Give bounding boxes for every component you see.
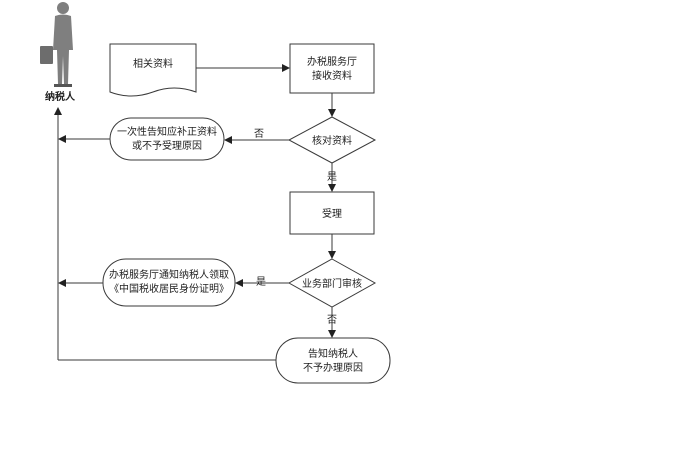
person-silhouette-icon (40, 2, 73, 87)
edge-check-yes-label: 是 (327, 171, 337, 183)
actor-label: 纳税人 (45, 90, 76, 103)
review-label: 业务部门审核 (302, 277, 362, 290)
hall-receive-line1: 办税服务厅 (307, 55, 357, 68)
notify-reject-terminator: 告知纳税人 不予办理原因 (275, 337, 391, 384)
notify-reject-line1: 告知纳税人 (308, 347, 358, 360)
accept-box: 受理 (289, 191, 375, 235)
materials-document: 相关资料 (109, 43, 197, 97)
hall-receive-line2: 接收资料 (312, 69, 352, 82)
check-label: 核对资料 (312, 134, 352, 147)
notify-supplement-line2: 或不予受理原因 (132, 140, 202, 152)
check-decision: 核对资料 (287, 116, 377, 164)
notify-collect-line1: 办税服务厅通知纳税人领取 (109, 268, 229, 281)
edge-review-no-label: 否 (327, 314, 337, 326)
notify-supplement-terminator: 一次性告知应补正资料 或不予受理原因 (109, 117, 225, 161)
notify-collect-line2: 《中国税收居民身份证明》 (109, 282, 229, 295)
review-decision: 业务部门审核 (287, 258, 377, 308)
notify-collect-terminator: 办税服务厅通知纳税人领取 《中国税收居民身份证明》 (102, 258, 236, 307)
hall-receive-box: 办税服务厅 接收资料 (289, 43, 375, 94)
edge-review-yes-label: 是 (256, 276, 266, 288)
accept-label: 受理 (322, 208, 342, 220)
materials-label: 相关资料 (133, 57, 173, 70)
notify-reject-line2: 不予办理原因 (303, 361, 363, 374)
edge-check-no-label: 否 (254, 128, 264, 140)
notify-supplement-line1: 一次性告知应补正资料 (117, 125, 217, 138)
